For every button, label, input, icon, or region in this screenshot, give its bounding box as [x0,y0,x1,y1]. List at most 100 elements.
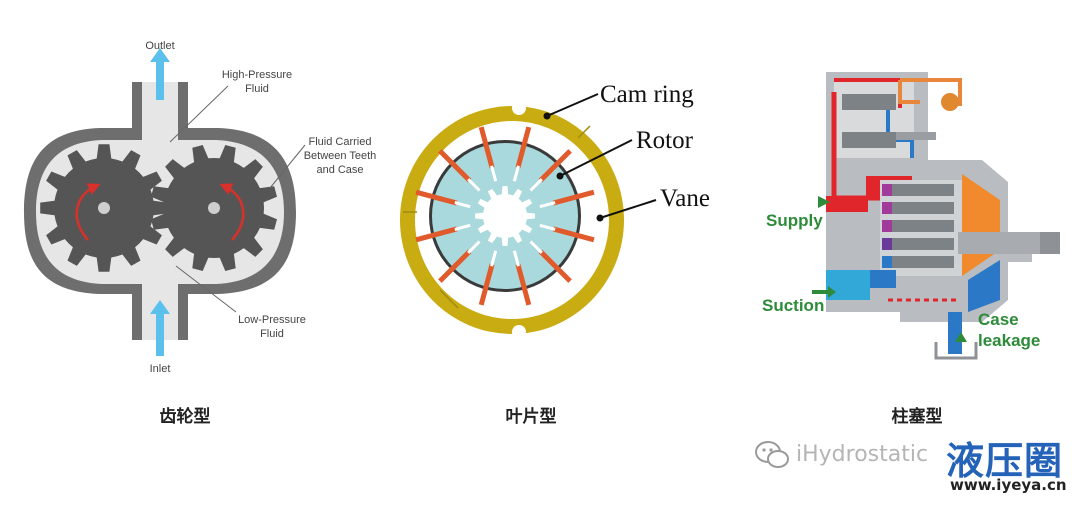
fluid-carried-leader [269,144,306,189]
vane-slot [529,240,543,254]
vane-label: Vane [660,185,710,212]
fluid-carried-label-3: and Case [316,164,363,176]
cam-ring-label: Cam ring [600,81,694,108]
cam-ring-leader-dot [543,112,551,120]
high-pressure-label-1: High-Pressure [222,69,292,81]
vane [515,263,532,306]
vane [552,189,595,206]
suction-label: Suction [762,296,824,315]
rotor-leader-dot [556,172,564,180]
gear-pump-diagram: Outlet High-Pressure Fluid Fluid Carried… [24,40,376,375]
rotor-label: Rotor [636,127,694,154]
cam-seam-3 [577,125,591,139]
fluid-carried-label-2: Between Teeth [304,150,377,162]
cam-notch-top [512,101,526,115]
vane-slot [467,240,481,254]
piston-chamber [882,238,892,250]
piston-chamber [882,256,892,268]
vane [415,226,458,243]
piston [888,184,954,196]
piston-chamber [882,184,892,196]
suction-chamber [870,270,896,288]
drain-cup [934,342,978,360]
valve-adjuster [896,132,936,140]
rotor-spline-bore [475,186,535,246]
pressure-gauge [941,93,959,111]
right-gear [151,145,277,271]
vane-slot [490,165,498,182]
vanes [415,126,595,306]
rotor-leader [559,139,633,177]
case-leakage-arrow [955,332,967,342]
watermark-text: iHydrostatic [796,442,929,467]
fluid-carried-label-1: Fluid Carried [309,136,372,148]
watermark-brand: 液压圈 [946,439,1064,483]
shaft-spline [1040,232,1060,254]
inlet-arrow [150,300,170,356]
vane-slot [454,201,471,209]
cam-ring-leader [546,93,599,117]
vane [438,149,472,183]
left-rotation-arrow [75,183,101,241]
wechat-icon [755,441,789,468]
vane-slot [490,250,498,267]
pistons [882,184,954,268]
suction-port [826,270,870,300]
vane [538,249,572,283]
vane-slot [512,165,520,182]
vane [478,263,495,306]
vane [415,189,458,206]
left-gear-hub [98,202,110,214]
outlet-arrow [150,48,170,100]
vane [438,249,472,283]
case-chamber [968,260,1000,312]
vane-slot [467,178,481,192]
piston-pump-caption: 柱塞型 [891,407,943,427]
case-label-2: leakage [978,331,1040,350]
piston [888,256,954,268]
supply-arrow [818,196,830,208]
piston-chamber [882,202,892,214]
vane-slot [539,201,556,209]
piston [888,238,954,250]
vane-slot [512,250,520,267]
low-pressure-leader [175,265,237,313]
piston-pump-diagram: Supply Suction Case leakage [762,72,1060,360]
vane-slot [529,178,543,192]
supply-label: Supply [766,211,823,230]
outlet-label: Outlet [145,40,174,52]
high-pressure-label-2: Fluid [245,83,269,95]
case-label-1: Case [978,310,1019,329]
vane-leader [599,199,657,219]
piston-chamber [882,220,892,232]
vane [478,126,495,169]
high-pressure-leader [169,85,229,143]
inlet-label: Inlet [150,363,171,375]
gear-pump-caption: 齿轮型 [159,407,211,427]
left-gear [40,144,168,272]
right-rotation-arrow [219,183,245,241]
case-drain [948,312,962,354]
piston [888,202,954,214]
vane [552,226,595,243]
cam-seam-1 [439,289,459,309]
right-gear-hub [208,202,220,214]
drain-line [898,78,962,106]
suction-arrow [812,286,836,298]
vane [515,126,532,169]
vane-slot [454,223,471,231]
vane-leader-dot [596,214,604,222]
low-pressure-label-2: Fluid [260,328,284,340]
piston [888,220,954,232]
drive-shaft [958,232,1048,254]
cam-notch-bottom [512,325,526,339]
valve-spool-1 [842,94,896,110]
vane-pump-diagram: Cam ring Rotor Vane [400,81,710,339]
supply-port [826,196,868,212]
vane-slot [539,223,556,231]
vane [538,149,572,183]
low-pressure-label-1: Low-Pressure [238,314,306,326]
watermark-url: www.iyeya.cn [950,476,1067,494]
